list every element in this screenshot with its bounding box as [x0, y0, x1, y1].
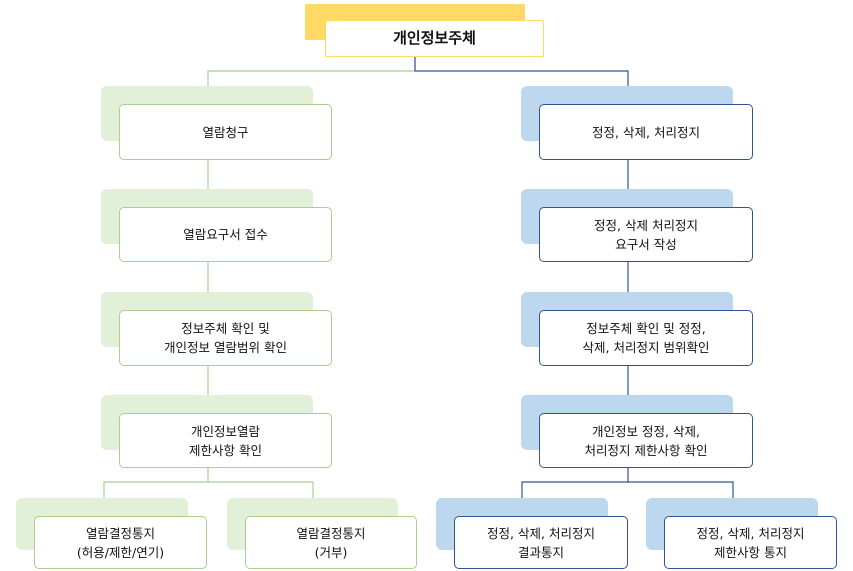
- left-step-4: 개인정보열람 제한사항 확인: [119, 413, 332, 468]
- root-node: 개인정보주체: [325, 20, 544, 57]
- right-step-3: 정보주체 확인 및 정정, 삭제, 처리정지 범위확인: [539, 310, 753, 366]
- left-step-2: 열람요구서 접수: [119, 207, 332, 262]
- right-step-4: 개인정보 정정, 삭제, 처리정지 제한사항 확인: [539, 413, 753, 468]
- left-step-3: 정보주체 확인 및 개인정보 열람범위 확인: [119, 310, 332, 366]
- right-step-1: 정정, 삭제, 처리정지: [539, 104, 753, 160]
- left-step-1: 열람청구: [119, 104, 332, 160]
- left-outcome-2: 열람결정통지 (거부): [245, 516, 417, 569]
- left-outcome-1: 열람결정통지 (허용/제한/연기): [34, 516, 207, 569]
- right-outcome-2: 정정, 삭제, 처리정지 제한사항 통지: [664, 516, 837, 569]
- right-step-2: 정정, 삭제 처리정지 요구서 작성: [539, 207, 753, 262]
- right-outcome-1: 정정, 삭제, 처리정지 결과통지: [454, 516, 628, 569]
